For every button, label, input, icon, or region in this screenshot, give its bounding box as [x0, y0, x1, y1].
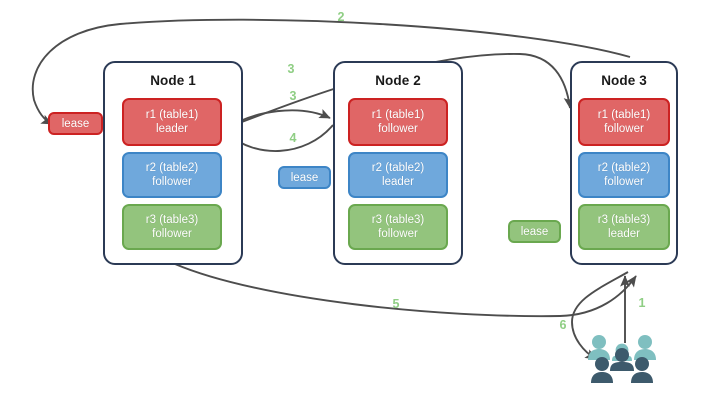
lease-label: lease — [520, 225, 549, 238]
replica-role: leader — [156, 123, 188, 135]
replica-role: follower — [152, 176, 192, 188]
step-label-5: 5 — [392, 297, 400, 311]
node-2-replica-r1[interactable]: r1 (table1) follower — [348, 98, 448, 146]
replica-role: leader — [608, 228, 640, 240]
arrow-step-3-upper — [225, 53, 574, 129]
replica-role: follower — [378, 123, 418, 135]
replica-name: r3 (table3) — [371, 214, 425, 226]
step-label-6: 6 — [559, 318, 567, 332]
replica-role: follower — [604, 176, 644, 188]
replica-name: r1 (table1) — [145, 109, 199, 121]
arrow-step-2 — [31, 18, 631, 125]
node-2-title: Node 2 — [375, 73, 421, 88]
replica-name: r2 (table2) — [597, 162, 651, 174]
node-1-replica-r3[interactable]: r3 (table3) follower — [122, 204, 222, 250]
arrow-step-5 — [174, 263, 637, 318]
node-2-replica-r2[interactable]: r2 (table2) leader — [348, 152, 448, 198]
lease-badge-blue[interactable]: lease — [278, 166, 331, 189]
node-3-replica-r3[interactable]: r3 (table3) leader — [578, 204, 670, 250]
replica-name: r1 (table1) — [371, 109, 425, 121]
lease-badge-red[interactable]: lease — [48, 112, 103, 135]
replica-role: follower — [152, 228, 192, 240]
step-label-4: 4 — [289, 131, 297, 145]
users-group-icon — [588, 335, 656, 383]
step-label-1: 1 — [638, 296, 646, 310]
arrow-step-4 — [227, 124, 334, 152]
replica-role: follower — [378, 228, 418, 240]
node-3-replica-r2[interactable]: r2 (table2) follower — [578, 152, 670, 198]
step-label-3-upper: 3 — [287, 62, 295, 76]
node-1-replica-r2[interactable]: r2 (table2) follower — [122, 152, 222, 198]
replica-name: r3 (table3) — [145, 214, 199, 226]
node-3-replica-r1[interactable]: r1 (table1) follower — [578, 98, 670, 146]
replica-role: follower — [604, 123, 644, 135]
arrow-step-6 — [571, 271, 629, 360]
replica-role: leader — [382, 176, 414, 188]
lease-label: lease — [290, 171, 319, 184]
step-label-3-lower: 3 — [289, 89, 297, 103]
node-3-title: Node 3 — [601, 73, 647, 88]
node-2-replica-r3[interactable]: r3 (table3) follower — [348, 204, 448, 250]
replica-name: r2 (table2) — [371, 162, 425, 174]
lease-badge-green[interactable]: lease — [508, 220, 561, 243]
replica-name: r1 (table1) — [597, 109, 651, 121]
node-1-replica-r1[interactable]: r1 (table1) leader — [122, 98, 222, 146]
replica-name: r2 (table2) — [145, 162, 199, 174]
lease-label: lease — [61, 117, 90, 130]
replica-name: r3 (table3) — [597, 214, 651, 226]
node-1-title: Node 1 — [150, 73, 196, 88]
step-label-2: 2 — [337, 10, 345, 24]
